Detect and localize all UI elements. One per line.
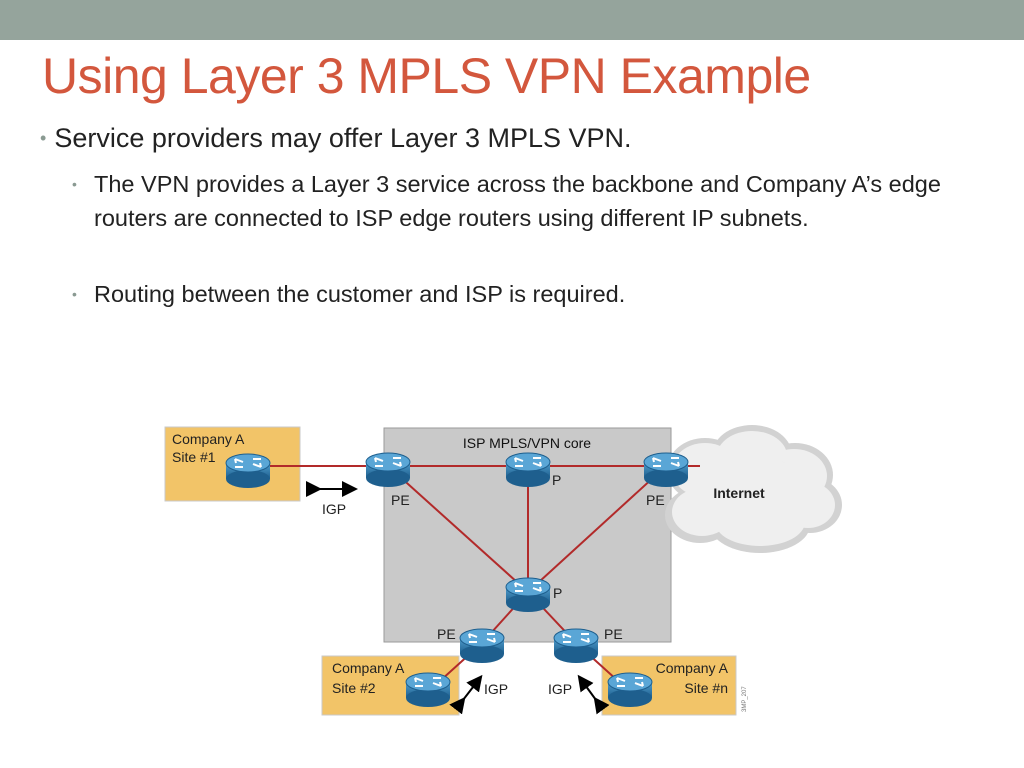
core-label: ISP MPLS/VPN core bbox=[463, 435, 591, 451]
router-label-pe-top-right: PE bbox=[646, 492, 665, 508]
bullet-level1: • Service providers may offer Layer 3 MPL… bbox=[40, 120, 632, 156]
router-icon-pe-top-left bbox=[365, 452, 411, 488]
igp-label-siten: IGP bbox=[548, 681, 572, 697]
igp-arrow-siten bbox=[577, 674, 610, 715]
bullet-level2: • Routing between the customer and ISP i… bbox=[72, 277, 962, 311]
link-pe-right-p-center bbox=[527, 465, 667, 593]
router-label-pe-bottom-right: PE bbox=[604, 626, 623, 642]
router-label-p-center: P bbox=[553, 585, 562, 601]
router-icon-site1 bbox=[225, 453, 271, 489]
bullet-text: Service providers may offer Layer 3 MPLS… bbox=[54, 123, 632, 153]
router-label-p-top: P bbox=[552, 472, 561, 488]
site2-label-line2: Site #2 bbox=[332, 680, 376, 696]
router-icon-site2 bbox=[405, 672, 451, 708]
igp-label-site1: IGP bbox=[322, 501, 346, 517]
router-label-pe-top-left: PE bbox=[391, 492, 410, 508]
link-pe-left-p-center bbox=[387, 465, 529, 593]
slide-top-bar bbox=[0, 0, 1024, 40]
bullet-level2: • The VPN provides a Layer 3 service acr… bbox=[72, 167, 962, 235]
bullet-dot: • bbox=[40, 128, 47, 148]
igp-arrow-site2 bbox=[449, 674, 483, 715]
router-icon-p-center bbox=[505, 577, 551, 613]
igp-label-site2: IGP bbox=[484, 681, 508, 697]
bullet-dot: • bbox=[72, 176, 77, 192]
bullet-text: Routing between the customer and ISP is … bbox=[94, 281, 626, 307]
router-icon-siten bbox=[607, 672, 653, 708]
cloud-label: Internet bbox=[713, 485, 765, 501]
site1-label-line1: Company A bbox=[172, 431, 245, 447]
router-icon-pe-bottom-left bbox=[459, 628, 505, 664]
router-label-pe-bottom-left: PE bbox=[437, 626, 456, 642]
bullet-dot: • bbox=[72, 286, 77, 302]
site1-label-line2: Site #1 bbox=[172, 449, 216, 465]
router-icon-p-top bbox=[505, 452, 551, 488]
siten-label-line1: Company A bbox=[656, 660, 729, 676]
router-icon-pe-bottom-right bbox=[553, 628, 599, 664]
site2-label-line1: Company A bbox=[332, 660, 405, 676]
router-icon-pe-top-right bbox=[643, 452, 689, 488]
bullet-text: The VPN provides a Layer 3 service acros… bbox=[94, 171, 941, 231]
slide-title: Using Layer 3 MPLS VPN Example bbox=[42, 48, 811, 104]
siten-label-line2: Site #n bbox=[684, 680, 728, 696]
figure-id: 3MP_207 bbox=[742, 686, 748, 712]
internet-cloud-icon bbox=[665, 425, 842, 553]
